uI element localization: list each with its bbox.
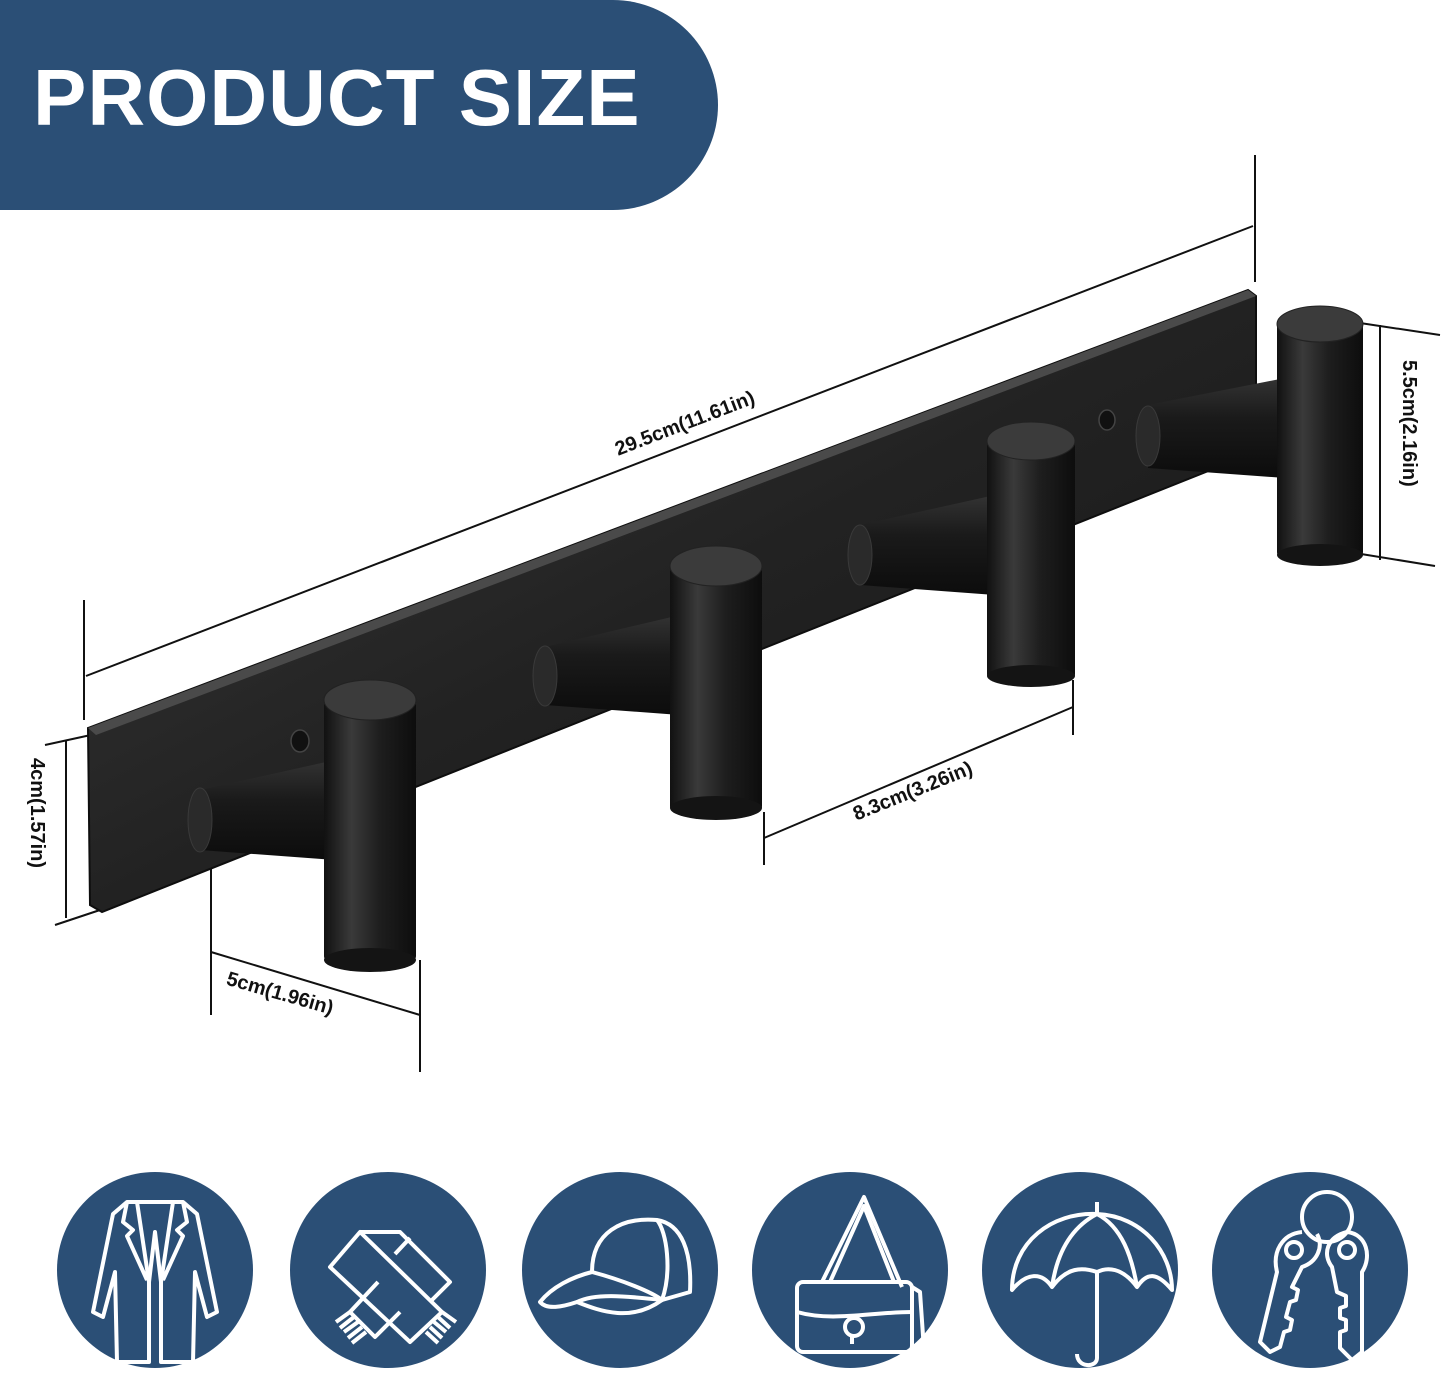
hook-2: [532, 545, 763, 820]
hook-height-label: 5.5cm(2.16in): [1398, 360, 1420, 487]
product-diagram: 29.5cm(11.61in) 5.5cm(2.16in) 4cm(1.57in…: [26, 155, 1441, 1072]
coat-icon: [57, 1172, 253, 1368]
hook-4: [1135, 305, 1364, 566]
umbrella-icon: [982, 1172, 1178, 1368]
cap-icon: [522, 1172, 718, 1368]
handbag-icon: [752, 1172, 948, 1368]
keys-icon: [1212, 1172, 1408, 1368]
usage-icons-row: [0, 1168, 1445, 1368]
hook-rack-illustration: [44, 155, 1441, 1072]
hook-1: [187, 679, 417, 972]
hook-3: [847, 421, 1076, 687]
product-size-banner: PRODUCT SIZE: [0, 0, 718, 210]
banner-title: PRODUCT SIZE: [33, 53, 641, 142]
plate-height-label: 4cm(1.57in): [26, 758, 48, 869]
scarf-icon: [290, 1172, 486, 1368]
